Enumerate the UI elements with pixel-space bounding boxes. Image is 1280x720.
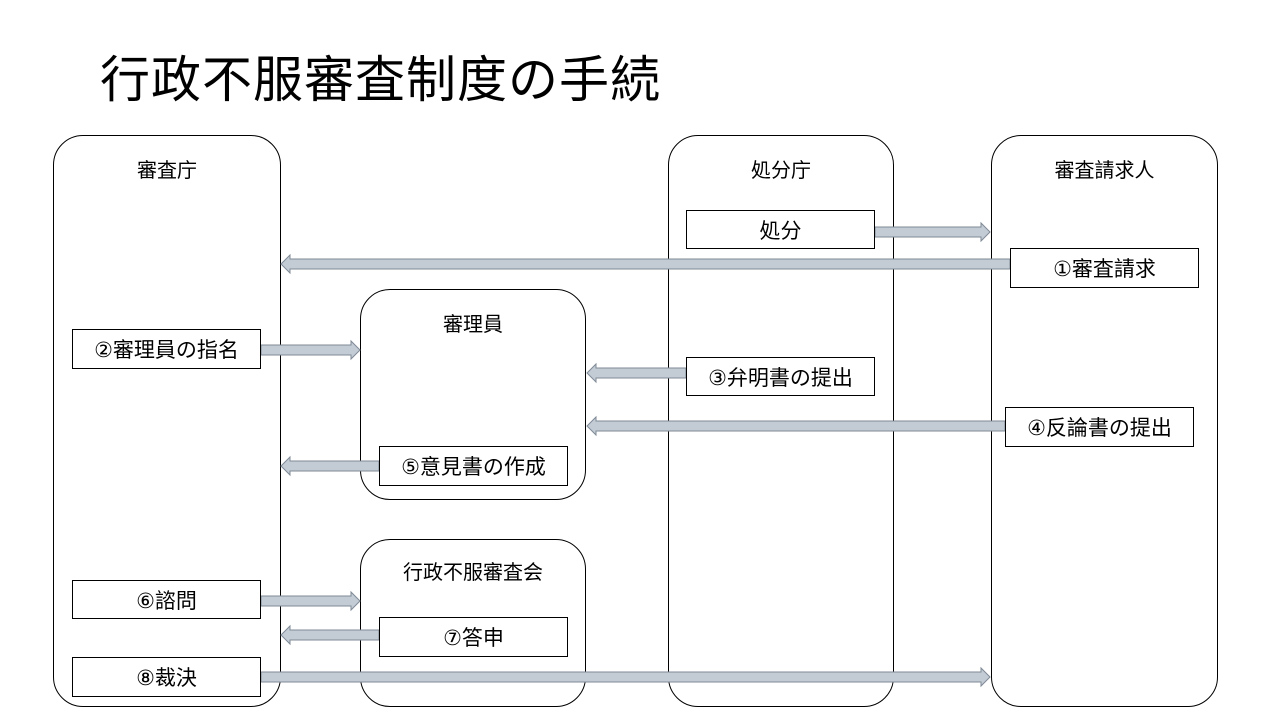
arrow-s8	[260, 666, 991, 688]
step-6-shimon: ⑥諮問	[72, 580, 261, 619]
arrow-s6	[260, 590, 361, 612]
arrow-s7	[280, 624, 380, 646]
lane-label-shobuncho: 処分庁	[751, 158, 811, 182]
arrow-s1	[280, 253, 1011, 275]
arrow-s2	[260, 339, 361, 361]
step-4-hanronsho: ④反論書の提出	[1005, 407, 1194, 447]
lane-label-shinsacho: 審査庁	[137, 158, 197, 182]
arrow-s3	[586, 362, 687, 384]
step-8-saiketsu: ⑧裁決	[72, 657, 261, 697]
step-5-ikensho: ⑤意見書の作成	[379, 446, 568, 486]
step-3-benmeisho: ③弁明書の提出	[686, 357, 875, 396]
step-1-shinsa-seikyu: ①審査請求	[1010, 248, 1199, 288]
lane-label-seikyunin: 審査請求人	[1054, 158, 1155, 182]
step-7-toshin: ⑦答申	[379, 617, 568, 657]
arrow-s4	[586, 415, 1006, 437]
lane-label-shinrin: 審理員	[443, 312, 503, 336]
arrow-shobun	[874, 221, 991, 243]
step-2-shimei: ②審理員の指名	[72, 329, 261, 369]
lane-label-shinsakai: 行政不服審査会	[403, 560, 543, 584]
arrow-s5	[280, 455, 380, 477]
step-shobun: 処分	[686, 210, 875, 249]
page-title: 行政不服審査制度の手続	[100, 51, 661, 109]
